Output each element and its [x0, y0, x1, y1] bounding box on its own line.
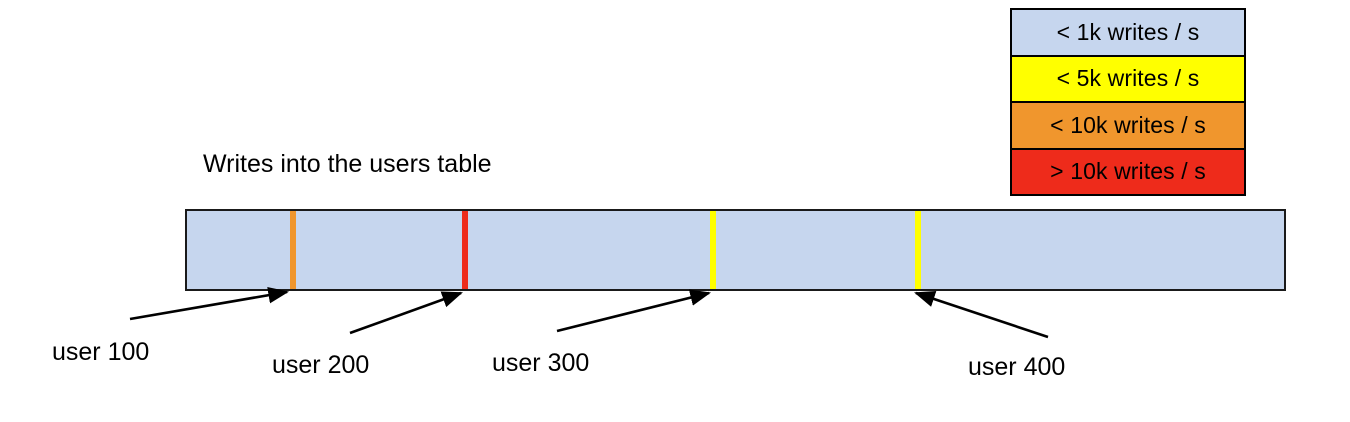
users-table-keyspace-band: [185, 209, 1286, 291]
legend-item-lt-5k: < 5k writes / s: [1012, 56, 1244, 103]
label-user-100: user 100: [52, 338, 150, 366]
divider-user-400: [915, 211, 921, 289]
legend-item-label: < 1k writes / s: [1056, 18, 1200, 45]
legend-item-label: < 10k writes / s: [1050, 111, 1206, 138]
legend-item-label: > 10k writes / s: [1050, 158, 1206, 185]
legend-item-label: < 5k writes / s: [1056, 65, 1200, 92]
divider-user-200: [462, 211, 468, 289]
write-rate-legend: < 1k writes / s < 5k writes / s < 10k wr…: [1010, 8, 1246, 196]
label-user-300: user 300: [492, 349, 590, 377]
legend-item-gt-10k: > 10k writes / s: [1012, 149, 1244, 194]
legend-item-lt-1k: < 1k writes / s: [1012, 10, 1244, 57]
arrow-user-100: [129, 286, 290, 321]
legend-item-lt-10k: < 10k writes / s: [1012, 103, 1244, 150]
divider-user-100: [290, 211, 296, 289]
arrow-user-400: [914, 291, 1049, 339]
divider-user-300: [710, 211, 716, 289]
chart-title: Writes into the users table: [203, 150, 492, 178]
arrow-user-200: [349, 291, 463, 335]
arrow-user-300: [556, 289, 712, 333]
label-user-400: user 400: [968, 353, 1066, 381]
label-user-200: user 200: [272, 351, 370, 379]
